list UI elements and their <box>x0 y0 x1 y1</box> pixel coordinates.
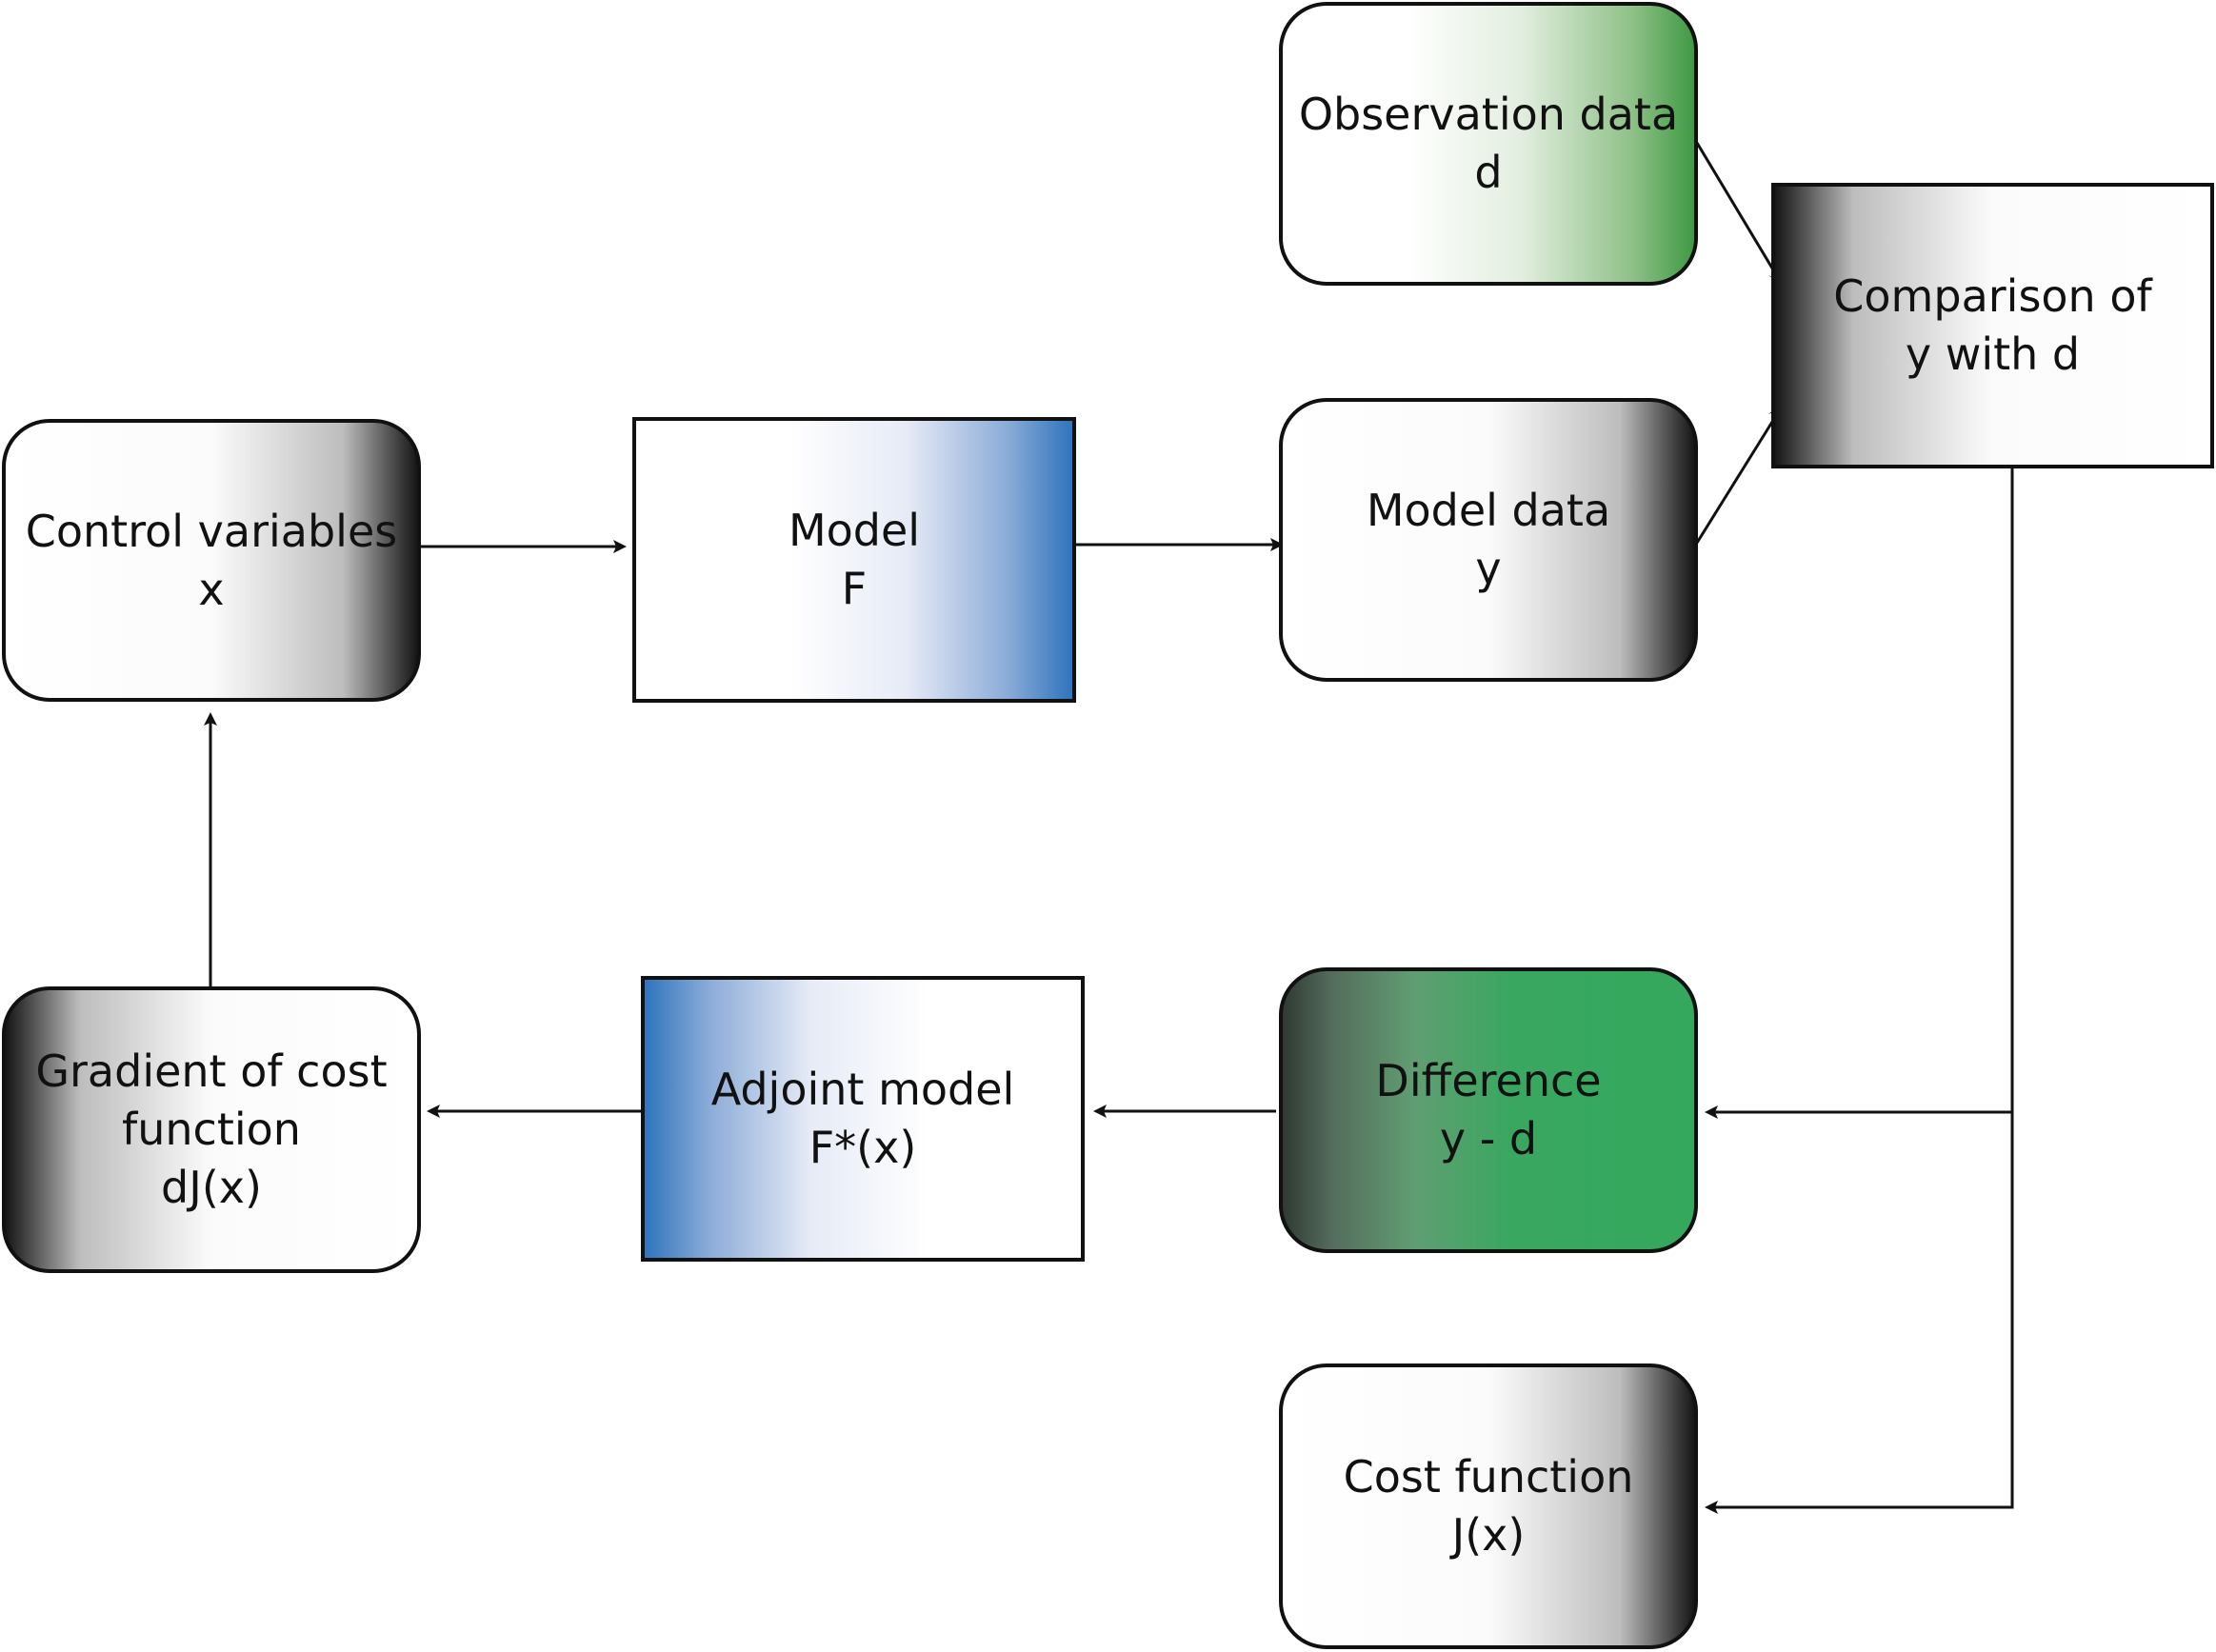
control-variables-title: Control variables <box>25 505 398 557</box>
difference-node: Difference y - d <box>1279 967 1698 1253</box>
arrow-modeldata-to-comparison <box>1695 413 1779 544</box>
control-variables-node: Control variables x <box>2 419 421 702</box>
adjoint-model-symbol: F*(x) <box>809 1122 917 1173</box>
gradient-title: Gradient of cost <box>35 1045 388 1097</box>
gradient-node: Gradient of cost function dJ(x) <box>2 986 421 1273</box>
cost-function-title: Cost function <box>1343 1451 1634 1503</box>
observation-data-symbol: d <box>1474 147 1503 198</box>
arrowhead-difference <box>1705 1105 1718 1119</box>
control-variables-symbol: x <box>198 563 225 615</box>
model-data-title: Model data <box>1366 485 1611 536</box>
gradient-title-cont: function <box>122 1104 301 1155</box>
adjoint-model-title: Adjoint model <box>710 1064 1015 1115</box>
arrowhead-gradient <box>427 1105 440 1118</box>
comparison-node: Comparison of y with d <box>1771 183 2214 468</box>
model-node: Model F <box>632 417 1076 703</box>
arrowhead-cost <box>1705 1501 1718 1514</box>
model-symbol: F <box>841 563 868 614</box>
comparison-subtitle: y with d <box>1905 328 2081 380</box>
observation-data-node: Observation data d <box>1279 2 1698 286</box>
comparison-title: Comparison of <box>1833 270 2152 322</box>
arrowhead-modeldata <box>1270 538 1284 551</box>
model-data-symbol: y <box>1475 543 1502 594</box>
arrowhead-adjoint <box>1093 1105 1107 1118</box>
cost-function-node: Cost function J(x) <box>1279 1363 1698 1649</box>
observation-data-title: Observation data <box>1298 89 1679 140</box>
difference-title: Difference <box>1375 1055 1602 1106</box>
arrow-observation-to-comparison <box>1695 142 1779 277</box>
cost-function-symbol: J(x) <box>1451 1509 1526 1561</box>
adjoint-model-node: Adjoint model F*(x) <box>641 976 1085 1262</box>
model-title: Model <box>788 505 921 556</box>
model-data-node: Model data y <box>1279 398 1698 682</box>
arrowhead-model <box>613 540 627 553</box>
arrowhead-control <box>204 712 217 726</box>
difference-symbol: y - d <box>1439 1113 1538 1164</box>
connector-comparison-trunk <box>1708 468 2014 1509</box>
gradient-symbol: dJ(x) <box>161 1162 262 1213</box>
